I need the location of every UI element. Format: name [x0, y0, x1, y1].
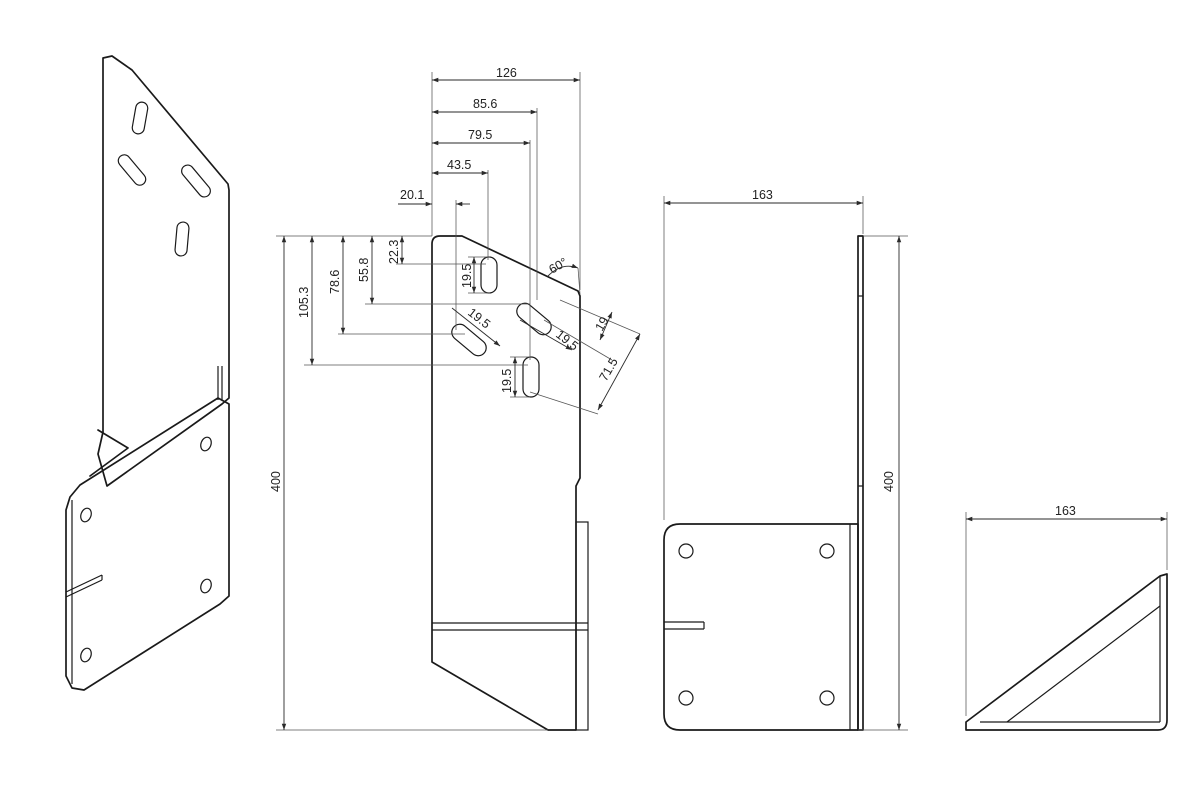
dim-43-5: 43.5: [447, 158, 471, 172]
dim-79-5: 79.5: [468, 128, 492, 142]
dim-400-side: 400: [882, 471, 896, 492]
dim-slot-19-5-angled-2: 19.5: [553, 327, 581, 353]
slot-2: [522, 356, 540, 398]
front-view: [276, 72, 641, 731]
dim-slot-19-5-vertical-1: 19.5: [460, 264, 474, 288]
dim-126: 126: [496, 66, 517, 80]
slot-1: [480, 256, 498, 294]
dim-19: 19: [592, 314, 611, 333]
dim-slot-19-5-angled-1: 19.5: [465, 305, 493, 331]
dim-71-5: 71.5: [596, 355, 620, 383]
dim-slot-19-5-vertical-2: 19.5: [500, 369, 514, 393]
side-view: [663, 196, 908, 731]
dim-85-6: 85.6: [473, 97, 497, 111]
dim-angle-60: 60°: [547, 255, 570, 277]
dim-22-3: 22.3: [387, 240, 401, 264]
dim-163-top: 163: [1055, 504, 1076, 518]
slot-4: [451, 323, 487, 357]
dim-105-3: 105.3: [297, 287, 311, 318]
dim-78-6: 78.6: [328, 270, 342, 294]
isometric-view: [65, 55, 230, 691]
top-view: [965, 512, 1168, 731]
dim-55-8: 55.8: [357, 258, 371, 282]
slot-3: [516, 302, 552, 336]
dim-163-side: 163: [752, 188, 773, 202]
dim-20-1: 20.1: [400, 188, 424, 202]
dim-400-front: 400: [269, 471, 283, 492]
